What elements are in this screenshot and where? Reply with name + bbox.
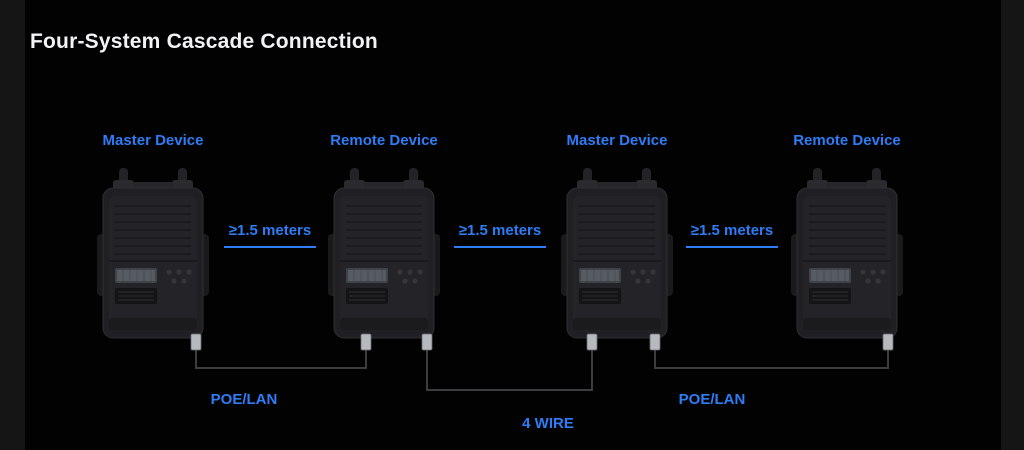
cable-2-label: 4 WIRE <box>522 415 574 432</box>
device-4-label: Remote Device <box>793 132 901 149</box>
spacing-1-underline <box>224 246 316 248</box>
spacing-2-label: ≥1.5 meters <box>458 222 542 239</box>
spacing-3: ≥1.5 meters <box>672 222 792 248</box>
spacing-3-underline <box>686 246 778 248</box>
spacing-3-label: ≥1.5 meters <box>690 222 774 239</box>
device-illustration <box>791 168 903 339</box>
device-3-label: Master Device <box>566 132 668 149</box>
spacing-2: ≥1.5 meters <box>440 222 560 248</box>
device-2-label: Remote Device <box>330 132 438 149</box>
left-edge-strip <box>0 0 25 450</box>
device-1: Master Device <box>93 132 213 339</box>
right-edge-strip <box>1001 0 1024 450</box>
device-illustration <box>561 168 673 339</box>
device-2: Remote Device <box>324 132 444 339</box>
spacing-1: ≥1.5 meters <box>210 222 330 248</box>
diagram-title: Four-System Cascade Connection <box>30 30 378 53</box>
spacing-1-label: ≥1.5 meters <box>228 222 312 239</box>
device-1-label: Master Device <box>102 132 204 149</box>
device-4: Remote Device <box>787 132 907 339</box>
device-illustration <box>97 168 209 339</box>
device-illustration <box>328 168 440 339</box>
spacing-2-underline <box>454 246 546 248</box>
cable-3-label: POE/LAN <box>678 391 746 408</box>
device-3: Master Device <box>557 132 677 339</box>
cable-1-label: POE/LAN <box>210 391 278 408</box>
